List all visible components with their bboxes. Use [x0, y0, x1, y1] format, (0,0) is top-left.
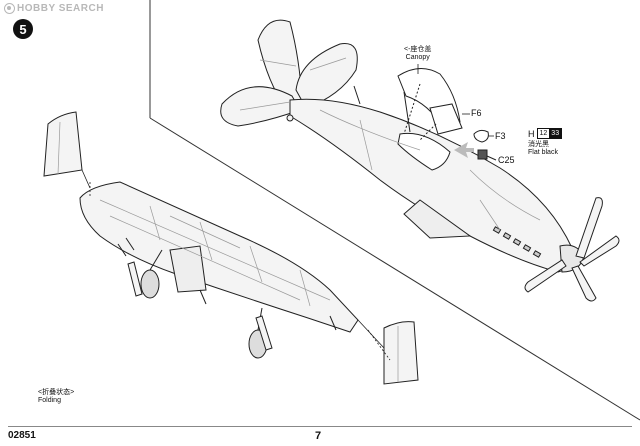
paint-code-b: 33: [549, 129, 562, 138]
paint-code-row: H 12 33: [528, 128, 563, 139]
fold-guide-lines: [81, 169, 391, 361]
paint-callout: H 12 33 消光黑 Flat black: [528, 128, 563, 157]
folding-wing-assembly: [79, 181, 359, 359]
paint-code-a: 12: [539, 130, 548, 137]
part-label-f6: F6: [471, 108, 482, 118]
folded-wing-tip-left: [43, 111, 83, 177]
main-aircraft-assembly: [220, 19, 620, 302]
install-arrows: [454, 142, 474, 158]
folding-label-cn: <折叠状态>: [38, 389, 75, 396]
folding-label-en: Folding: [38, 397, 61, 404]
part-label-c25: C25: [498, 155, 515, 165]
section-divider: [149, 0, 640, 421]
folded-wing-tip-right: [383, 321, 419, 385]
watermark-logo-icon: [4, 3, 15, 14]
part-f3: [473, 129, 489, 143]
watermark: HOBBY SEARCH: [4, 3, 104, 14]
part-label-f3: F3: [495, 131, 506, 141]
paint-letter: H: [528, 128, 535, 139]
page-number: 7: [315, 430, 322, 442]
footer-rule: [8, 426, 632, 427]
windscreen-part-f6: [419, 103, 463, 141]
folding-callout: <折叠状态> Folding: [38, 389, 74, 405]
paint-name-en: Flat black: [528, 149, 558, 156]
step-number-badge: 5: [13, 19, 33, 39]
product-code: 02851: [8, 430, 36, 441]
part-c25: [477, 149, 497, 161]
canopy-callout: <-座仓盖 Canopy: [404, 46, 431, 62]
paint-name-cn: 消光黑: [528, 141, 549, 148]
paint-code-chip: 12 33: [536, 128, 563, 139]
canopy-label-en: Canopy: [405, 54, 430, 61]
canopy-label-cn: <-座仓盖: [404, 46, 432, 53]
